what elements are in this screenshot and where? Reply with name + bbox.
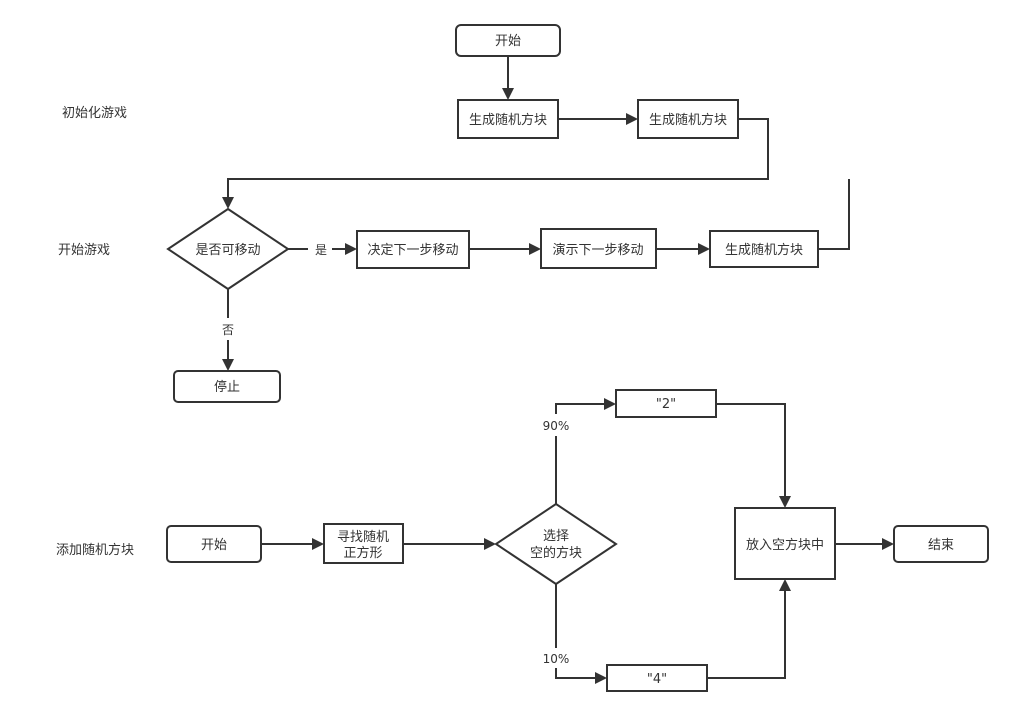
arrowhead: [222, 359, 234, 371]
arrowhead: [222, 197, 234, 209]
node-choose-label-line2: 空的方块: [530, 545, 582, 561]
node-stop: [173, 370, 281, 403]
node-demo-label: 演示下一步移动: [552, 242, 643, 258]
arrowhead: [595, 672, 607, 684]
node-start-top-label: 开始: [495, 34, 521, 49]
edge-label-no: 否: [222, 323, 234, 337]
edge-two-to-place: [716, 403, 786, 501]
node-end: [893, 525, 989, 563]
arrowhead: [502, 88, 514, 100]
node-four: [606, 664, 708, 692]
arrowhead: [779, 579, 791, 591]
node-stop-label: 停止: [214, 379, 240, 395]
edge-label-yes: 是: [315, 243, 327, 257]
node-choose-decision: [494, 502, 618, 586]
arrowhead: [484, 538, 496, 550]
lane-label-add: 添加随机方块: [56, 542, 134, 558]
edge-gen3-loop-back: [818, 179, 850, 250]
arrowhead: [345, 243, 357, 255]
node-gen3-label: 生成随机方块: [725, 242, 803, 258]
node-find-square: [323, 523, 404, 564]
edge-choose-10-b: [555, 668, 600, 679]
node-decide-label: 决定下一步移动: [367, 243, 458, 258]
arrowhead: [626, 113, 638, 125]
node-gen2: [637, 99, 739, 139]
edge-label-10: 10%: [543, 652, 570, 666]
node-find-label-line1: 寻找随机: [337, 530, 389, 545]
arrowhead: [529, 243, 541, 255]
edge-choose-90-b: [555, 403, 609, 414]
node-gen2-label: 生成随机方块: [649, 112, 727, 128]
node-find-label-line2: 正方形: [343, 545, 382, 561]
node-two: [615, 389, 717, 418]
node-place: [734, 507, 836, 580]
node-two-label: "2": [656, 397, 676, 412]
node-four-label: "4": [647, 672, 667, 687]
edge-label-90: 90%: [543, 419, 570, 433]
node-gen1: [457, 99, 559, 139]
node-gen1-label: 生成随机方块: [469, 112, 547, 128]
node-start-top: [455, 24, 561, 57]
node-start-bottom-label: 开始: [201, 538, 227, 553]
arrowhead: [312, 538, 324, 550]
edge-gen2-to-decision: [227, 118, 769, 200]
arrowhead: [882, 538, 894, 550]
lane-label-init: 初始化游戏: [62, 106, 127, 121]
edge-four-to-place: [707, 587, 786, 679]
node-start-bottom: [166, 525, 262, 563]
arrowhead: [604, 398, 616, 410]
node-end-label: 结束: [928, 538, 954, 553]
node-place-label: 放入空方块中: [746, 537, 824, 553]
node-can-move-label: 是否可移动: [195, 243, 260, 258]
node-decide: [356, 230, 470, 269]
node-gen3: [709, 230, 819, 268]
lane-label-play: 开始游戏: [58, 243, 110, 258]
arrowhead: [698, 243, 710, 255]
node-choose-label-line1: 选择: [543, 529, 569, 544]
arrowhead: [779, 496, 791, 508]
node-can-move-decision: [166, 207, 290, 291]
node-demo: [540, 228, 657, 269]
